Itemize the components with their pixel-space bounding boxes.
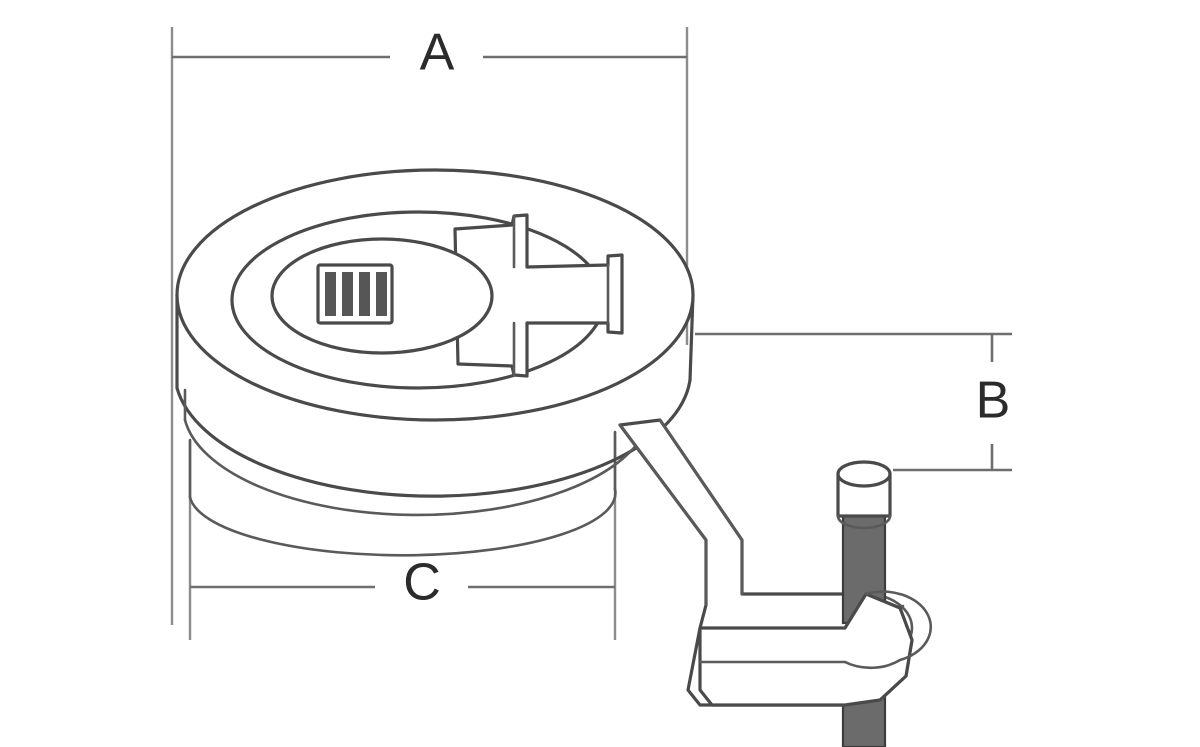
- key-slot-bar-2: [342, 272, 353, 316]
- skirt-bottom-arc: [188, 487, 617, 557]
- dimension-c: C: [190, 554, 615, 612]
- bracket-front-face: [698, 592, 914, 707]
- skirt-secondary-arc: [183, 418, 650, 517]
- key-slot-bar-4: [376, 272, 387, 316]
- dimension-b: B: [695, 332, 1012, 472]
- dim-c-label: C: [403, 554, 441, 612]
- key-slot-frame: [316, 263, 394, 325]
- dim-a-label: A: [420, 24, 455, 82]
- key-slot-bar-3: [359, 272, 370, 316]
- bracket-fold-upper-2: [658, 418, 744, 542]
- bracket-front-lip: [698, 590, 933, 707]
- bolt-head-bottom-arc: [836, 514, 892, 530]
- cap-lever-tab: [453, 213, 624, 378]
- key-slot: [316, 263, 394, 325]
- dimension-a: A: [172, 24, 687, 82]
- dim-b-label: B: [976, 372, 1011, 430]
- bracket-fold-upper: [618, 423, 708, 542]
- cap-skirt: [175, 293, 695, 557]
- bracket-end-round-front: [843, 590, 933, 670]
- key-slot-bar-1: [325, 272, 336, 316]
- bolt-head-top: [836, 460, 892, 488]
